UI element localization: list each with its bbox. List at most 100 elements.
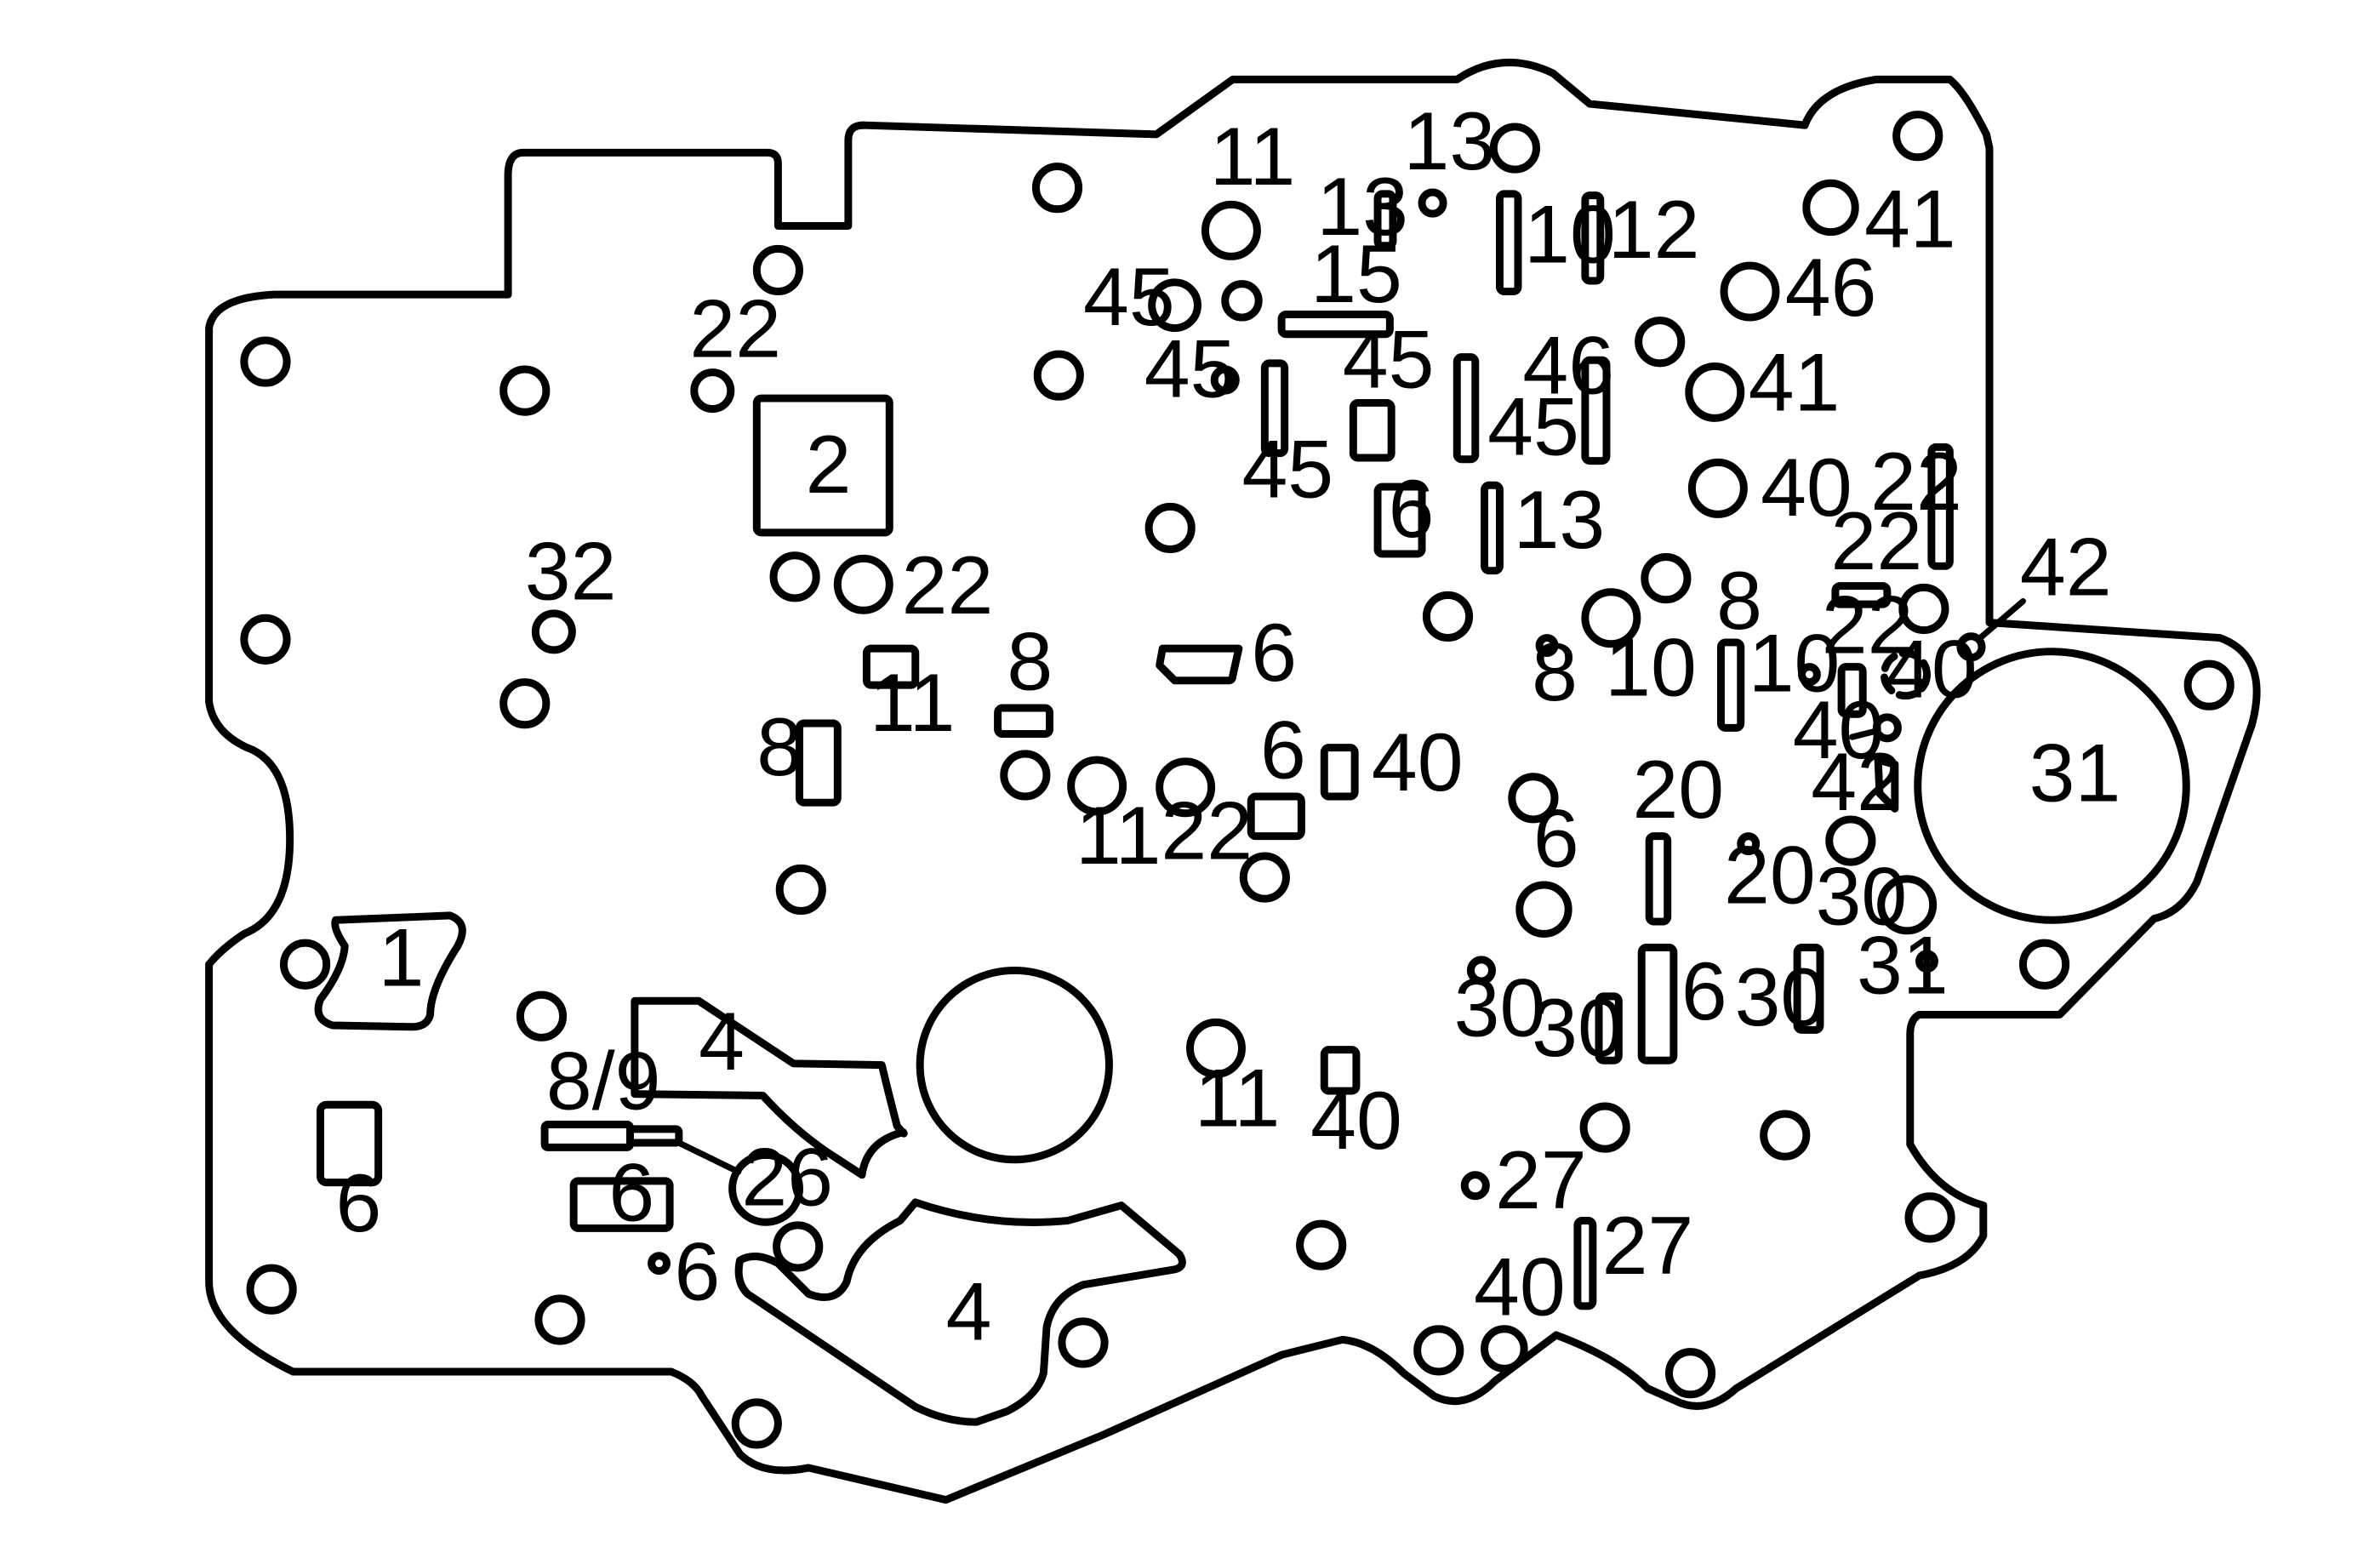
label-13b: 13	[1316, 160, 1408, 253]
label-15: 15	[1310, 227, 1402, 320]
hole	[1665, 1348, 1716, 1399]
hole-46	[1720, 261, 1780, 322]
slot-27	[1573, 1216, 1597, 1310]
hole	[246, 1264, 297, 1315]
pin-6	[648, 1252, 671, 1276]
label-20a: 20	[1632, 743, 1724, 836]
hole	[1898, 583, 1949, 635]
hole	[1825, 815, 1876, 866]
hole-11-bottom	[1186, 1018, 1246, 1078]
label-10c: 10	[1749, 616, 1841, 709]
hole	[516, 990, 568, 1042]
slot-30-b	[1793, 944, 1824, 1034]
pin-31	[1915, 950, 1938, 973]
label-31-small: 31	[1857, 918, 1949, 1011]
label-40d: 40	[1372, 716, 1464, 808]
hole	[1000, 750, 1051, 801]
pin-8	[1535, 634, 1559, 657]
leader-26	[676, 1139, 742, 1175]
labels: 1 2 4 4 6 6 6 6 6 6 6 6 8/9 8 8 8 8 10 1…	[335, 94, 2120, 1357]
hole-40-ring	[1880, 649, 1931, 700]
label-42a: 42	[2020, 520, 2112, 613]
hole	[2018, 939, 2070, 990]
hole	[240, 336, 291, 387]
hole	[1296, 1219, 1347, 1270]
large-bore-center	[916, 966, 1113, 1164]
label-27a: 27	[1495, 1133, 1587, 1226]
hole-22-b	[833, 554, 893, 614]
slot-22-right	[1927, 442, 1954, 570]
large-bore-31	[1914, 648, 2190, 924]
hole	[499, 678, 551, 729]
hole	[1760, 1110, 1811, 1161]
label-30c: 30	[1735, 950, 1827, 1043]
channel-1	[314, 911, 466, 1031]
label-22c: 22	[1161, 785, 1253, 877]
label-22d: 22	[1870, 435, 1962, 528]
hole-22-a	[690, 368, 735, 414]
label-13a: 13	[1404, 94, 1496, 187]
box-11	[862, 644, 920, 689]
hole	[240, 614, 291, 665]
slot-42	[1874, 756, 1899, 813]
label-11d: 11	[1195, 1051, 1280, 1144]
hole	[534, 1294, 585, 1345]
slot-89-b	[626, 1125, 683, 1147]
slot-13-b	[1481, 481, 1504, 575]
label-22a: 22	[689, 283, 781, 375]
box-6-left	[317, 1100, 383, 1187]
label-41a: 41	[1864, 173, 1956, 265]
slot-8-right	[1716, 638, 1745, 732]
bolt-holes	[240, 111, 2234, 1449]
label-46a: 46	[1785, 241, 1877, 334]
hole-30	[1877, 875, 1938, 935]
hole	[1058, 1317, 1109, 1368]
leader-42	[1977, 597, 2027, 642]
label-6-pin: 6	[674, 1225, 720, 1318]
hole-40-top	[1687, 458, 1748, 518]
label-45a: 45	[1083, 250, 1175, 343]
hole	[1481, 1325, 1528, 1373]
label-8b: 8	[1007, 615, 1053, 708]
hole	[1489, 123, 1540, 174]
channel-4-upper	[631, 996, 908, 1179]
label-1: 1	[379, 910, 425, 1003]
hole-22-mid	[1156, 757, 1216, 818]
label-32: 32	[525, 525, 617, 618]
label-22b: 22	[902, 539, 994, 631]
hole-45	[1148, 278, 1201, 333]
label-8d: 8	[1716, 554, 1762, 647]
pin-42	[1956, 632, 1986, 662]
hole	[1033, 350, 1084, 401]
hole-41-a	[1802, 179, 1859, 237]
label-4a: 4	[699, 995, 745, 1087]
hole-41-b	[1685, 362, 1745, 422]
slot-45-a	[1260, 359, 1289, 458]
box-8-left	[796, 719, 842, 807]
label-20b: 20	[1724, 829, 1816, 922]
label-31-big: 31	[2029, 726, 2121, 819]
label-22f: 22	[1822, 578, 1914, 671]
label-42b: 42	[1811, 735, 1903, 828]
slot-10-top	[1495, 190, 1522, 296]
hole	[280, 939, 331, 990]
label-11c: 11	[1076, 789, 1161, 882]
hole	[773, 1221, 824, 1272]
label-40e: 40	[1310, 1074, 1402, 1167]
label-89: 8/9	[546, 1035, 661, 1127]
block-2	[752, 394, 893, 537]
hole	[1144, 502, 1196, 554]
hole	[1641, 553, 1692, 604]
label-40c: 40	[1793, 683, 1885, 776]
label-10a: 10	[1524, 188, 1616, 281]
box-6-center	[1247, 792, 1305, 841]
label-30b: 30	[1532, 981, 1624, 1074]
hole	[1031, 163, 1083, 214]
pin-20	[1737, 832, 1761, 856]
box-45	[1349, 398, 1395, 462]
label-8a: 8	[756, 700, 802, 793]
hole	[1635, 317, 1686, 368]
label-6-boxbottom: 6	[608, 1145, 654, 1238]
label-27b: 27	[1602, 1199, 1694, 1292]
label-41b: 41	[1749, 335, 1841, 428]
